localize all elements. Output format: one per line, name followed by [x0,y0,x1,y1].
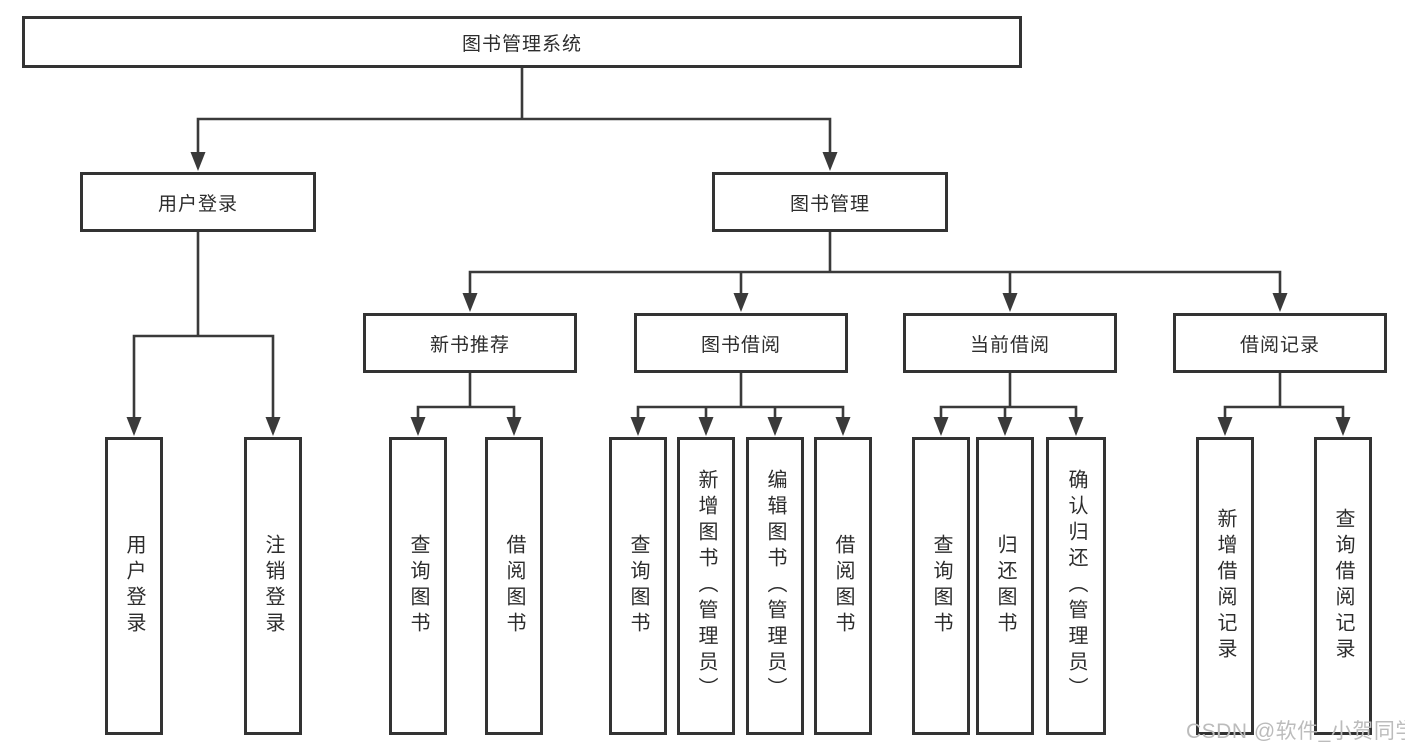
arrowhead-cb-confirm-return-admin [1068,417,1084,436]
node-library-management-system: 图书管理系统 [22,16,1022,68]
node-book-management: 图书管理 [712,172,948,232]
edge-user-login [126,230,281,436]
arrowhead-bb-query-books [630,417,646,436]
edge-book-borrowing [630,371,851,436]
arrowhead-user-login [190,152,206,171]
node-cb-query-books: 查询图书 [912,437,970,735]
arrowhead-br-query-record [1335,417,1351,436]
node-new-book-recommendation: 新书推荐 [363,313,577,373]
node-bb-query-books: 查询图书 [609,437,667,735]
arrowhead-book-borrowing [733,293,749,312]
node-cb-return-books: 归还图书 [976,437,1034,735]
node-nb-borrow-books: 借阅图书 [485,437,543,735]
arrowhead-cb-return-books [997,417,1013,436]
edge-borrowing-records [1217,371,1351,436]
arrowhead-current-borrowing [1002,293,1018,312]
node-nb-query-books: 查询图书 [389,437,447,735]
arrowhead-br-add-record [1217,417,1233,436]
arrowhead-bb-add-books-admin [698,417,714,436]
edge-book-management [462,230,1288,312]
arrowhead-cb-query-books [933,417,949,436]
node-br-add-record: 新增借阅记录 [1196,437,1254,735]
edge-path-borrowing-records [1223,371,1345,422]
edge-library-management-system [190,66,838,171]
node-bb-add-books-admin: 新增图书（管理员） [677,437,735,735]
watermark: CSDN @软件_小贺同学 [1186,720,1405,743]
node-br-query-record: 查询借阅记录 [1314,437,1372,735]
arrowhead-logout-action [265,417,281,436]
node-cb-confirm-return-admin: 确认归还（管理员） [1046,437,1106,735]
arrowhead-nb-query-books [410,417,426,436]
node-user-login-action: 用户登录 [105,437,163,735]
edge-path-book-borrowing [636,371,845,422]
edge-path-user-login [132,230,275,422]
node-book-borrowing: 图书借阅 [634,313,848,373]
node-logout-action: 注销登录 [244,437,302,735]
edge-path-book-management [468,230,1282,298]
node-bb-edit-books-admin: 编辑图书（管理员） [746,437,804,735]
edge-path-current-borrowing [939,371,1078,422]
node-bb-borrow-books: 借阅图书 [814,437,872,735]
edge-new-book-recommendation [410,371,522,436]
node-borrowing-records: 借阅记录 [1173,313,1387,373]
edge-path-new-book-recommendation [416,371,516,422]
edge-current-borrowing [933,371,1084,436]
arrowhead-new-book-recommendation [462,293,478,312]
arrowhead-borrowing-records [1272,293,1288,312]
arrowhead-bb-borrow-books [835,417,851,436]
arrowhead-bb-edit-books-admin [767,417,783,436]
arrowhead-nb-borrow-books [506,417,522,436]
node-user-login: 用户登录 [80,172,316,232]
arrowhead-user-login-action [126,417,142,436]
edge-path-library-management-system [196,66,832,157]
node-current-borrowing: 当前借阅 [903,313,1117,373]
arrowhead-book-management [822,152,838,171]
